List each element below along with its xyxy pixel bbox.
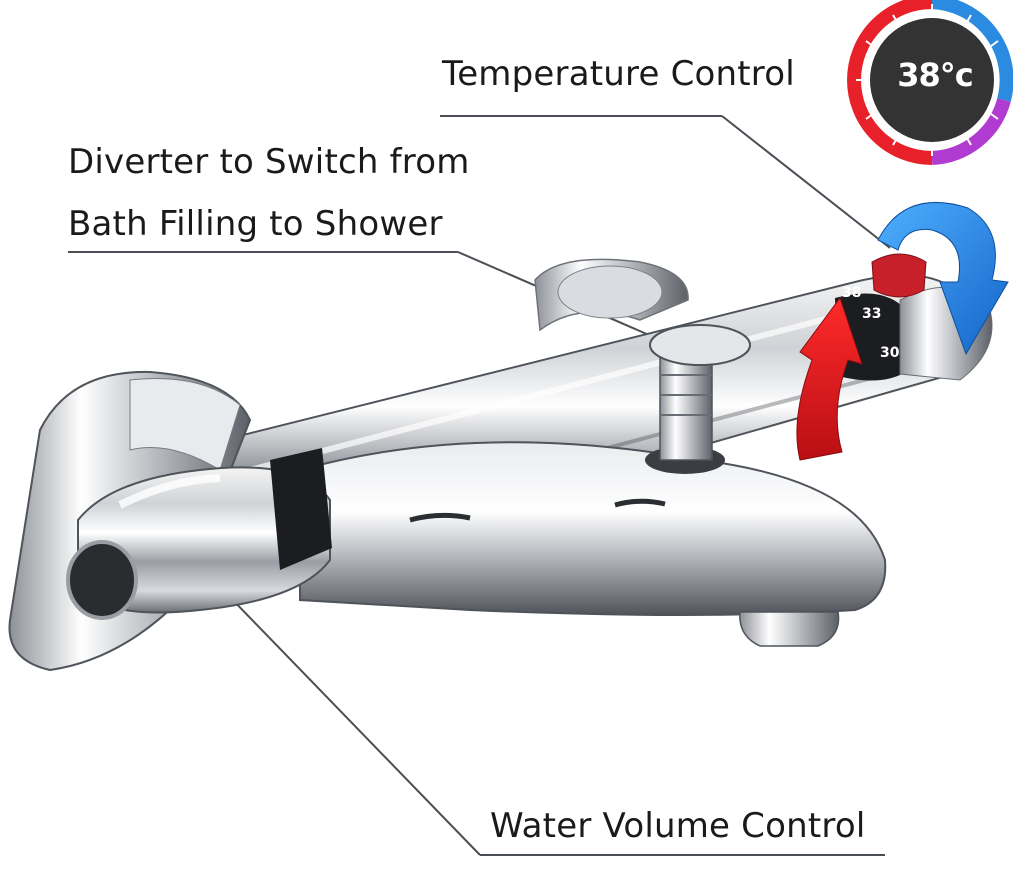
thermostat-scale-number: 33 [862,306,882,322]
water-volume-handle [66,448,332,620]
diverter-knob [645,324,751,474]
temperature-control-label: Temperature Control [442,54,795,94]
thermostat-scale-number: 38 [842,285,862,301]
cold-rotation-arrow [877,201,1009,356]
spout [299,441,887,647]
temperature-badge [847,0,1013,165]
rear-wall-bracket [534,258,689,332]
water-volume-control-label: Water Volume Control [490,806,866,846]
diverter-label-line2: Bath Filling to Shower [68,204,443,244]
temperature-callout-pointer [721,115,891,249]
temperature-reading: 38°c [897,56,974,94]
diverter-label-line1: Diverter to Switch from [68,142,470,182]
hot-rotation-arrow [796,296,863,461]
water-callout-pointer [193,559,481,856]
thermostat-scale-number: 30 [880,345,900,361]
temperature-indicator-knob [871,253,927,298]
